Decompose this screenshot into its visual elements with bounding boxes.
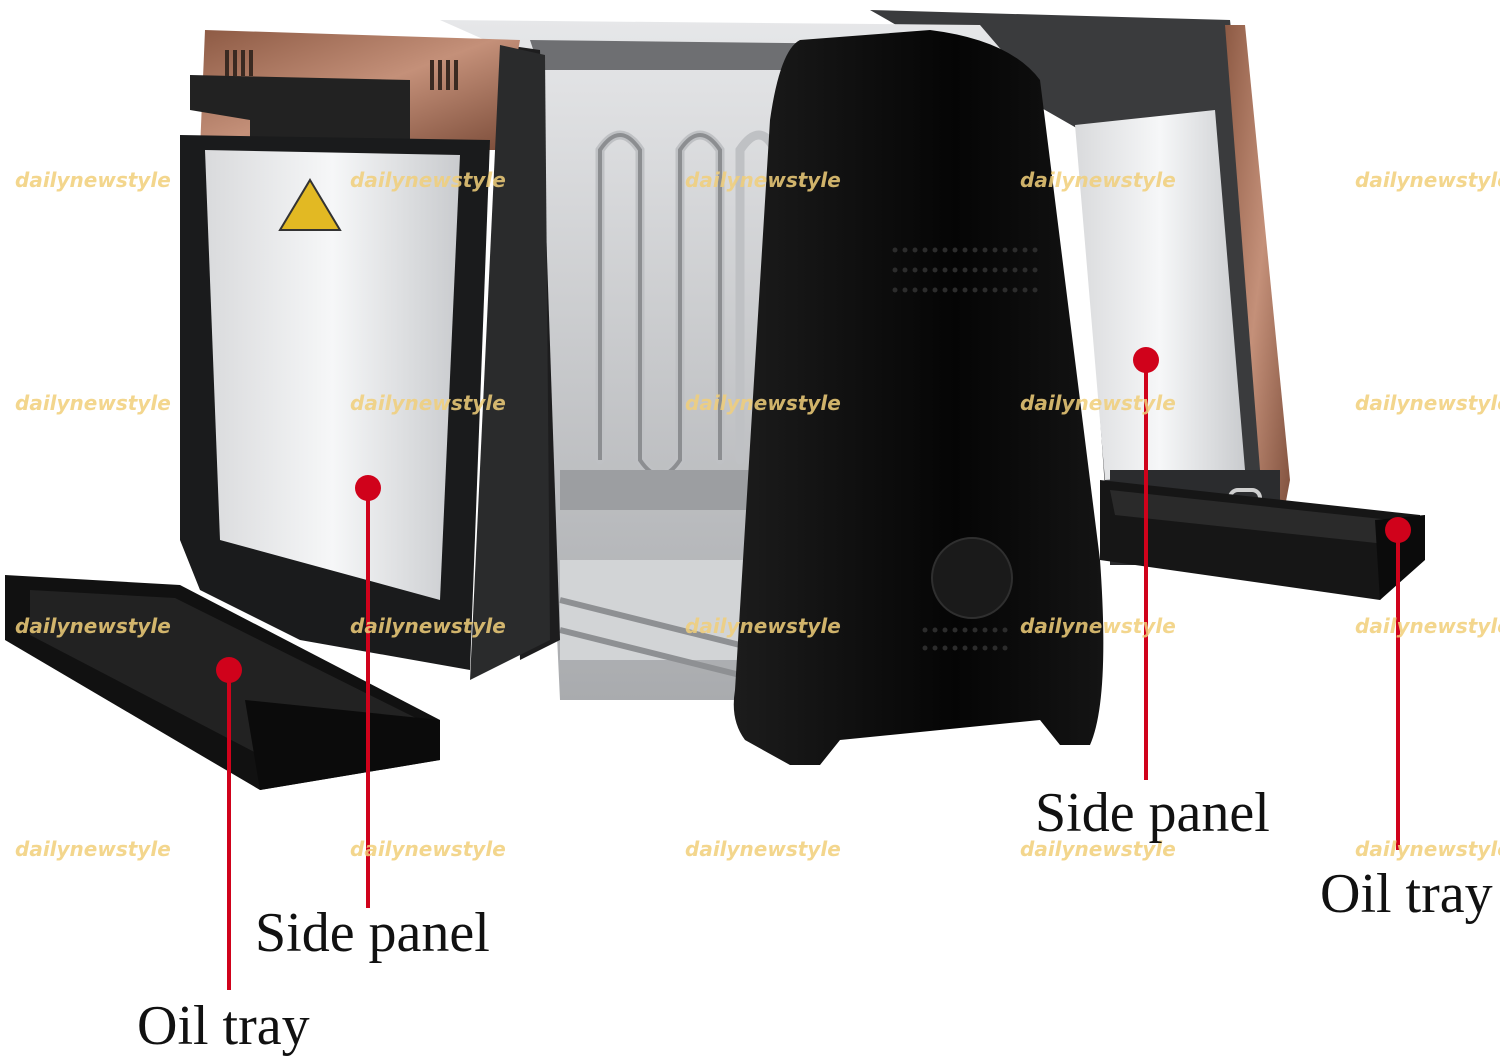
watermark: dailynewstyle <box>15 168 171 192</box>
watermark: dailynewstyle <box>350 168 506 192</box>
watermark: dailynewstyle <box>350 837 506 861</box>
watermark: dailynewstyle <box>685 614 841 638</box>
watermark: dailynewstyle <box>1020 837 1176 861</box>
watermark: dailynewstyle <box>350 391 506 415</box>
watermark: dailynewstyle <box>15 391 171 415</box>
side-panel-left-label: Side panel <box>255 902 490 964</box>
oil-tray-left-label: Oil tray <box>137 995 310 1057</box>
front-end-cap <box>733 30 1104 765</box>
watermark: dailynewstyle <box>1020 391 1176 415</box>
watermark: dailynewstyle <box>1355 837 1500 861</box>
watermark: dailynewstyle <box>1020 614 1176 638</box>
watermark: dailynewstyle <box>350 614 506 638</box>
watermark: dailynewstyle <box>1355 168 1500 192</box>
side-panel-right-label: Side panel <box>1035 782 1270 844</box>
watermark: dailynewstyle <box>685 168 841 192</box>
watermark: dailynewstyle <box>1020 168 1176 192</box>
oil-tray-right-label: Oil tray <box>1320 863 1493 925</box>
watermark: dailynewstyle <box>1355 614 1500 638</box>
watermark: dailynewstyle <box>15 837 171 861</box>
watermark: dailynewstyle <box>1355 391 1500 415</box>
watermark: dailynewstyle <box>685 391 841 415</box>
callout-pointers <box>216 347 1411 990</box>
watermark: dailynewstyle <box>15 614 171 638</box>
rating-label-circle <box>931 537 1013 619</box>
left-side-panel-assembly <box>180 30 550 680</box>
right-oil-tray <box>1100 480 1425 600</box>
watermark: dailynewstyle <box>685 837 841 861</box>
